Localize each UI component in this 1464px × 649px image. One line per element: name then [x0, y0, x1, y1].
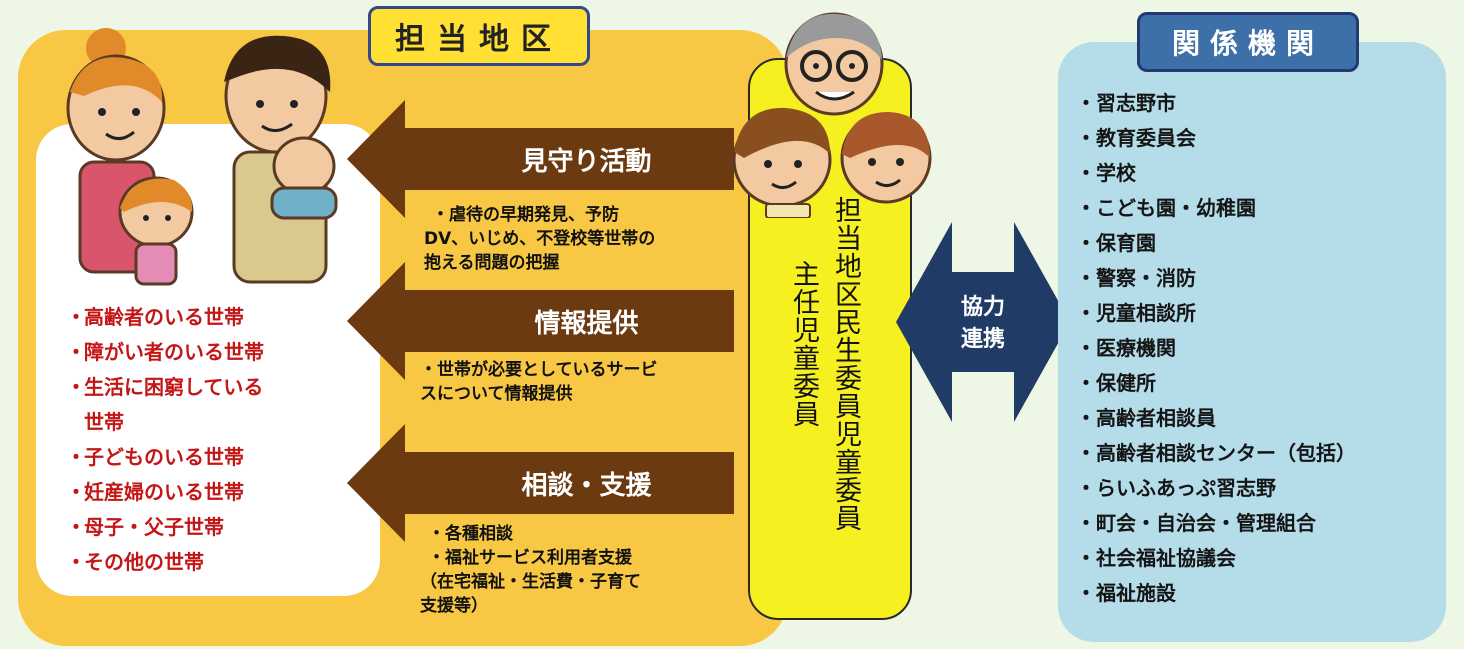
agency-item: ・警察・消防	[1076, 266, 1196, 290]
cooperation-word: 協力	[960, 295, 1005, 320]
detail-line: 抱える問題の把握	[424, 253, 560, 273]
district-title: 担当地区	[368, 6, 590, 66]
household-item: ・母子・父子世帯	[66, 515, 224, 539]
detail-line: ・福祉サービス利用者支援	[428, 548, 632, 568]
commissioner-illustration	[732, 12, 932, 218]
detail-line: ・世帯が必要としているサービ	[420, 360, 658, 380]
arrow-label: 見守り活動	[521, 146, 652, 177]
arrow-label: 情報提供	[534, 308, 639, 339]
agency-item: ・こども園・幼稚園	[1076, 196, 1256, 220]
agency-item: ・児童相談所	[1076, 301, 1196, 325]
agency-item: ・らいふあっぷ習志野	[1076, 476, 1276, 500]
agencies-panel	[1058, 42, 1446, 642]
household-item: ・障がい者のいる世帯	[66, 340, 264, 364]
agencies-title: 関係機関	[1137, 12, 1359, 72]
households-list: ・高齢者のいる世帯 ・障がい者のいる世帯 ・生活に困窮している 世帯 ・子どもの…	[66, 300, 264, 580]
agency-item: ・教育委員会	[1076, 126, 1196, 150]
left-arrow-shape	[347, 424, 734, 542]
agencies-list: ・習志野市 ・教育委員会 ・学校 ・こども園・幼稚園 ・保育園 ・警察・消防 ・…	[1076, 86, 1356, 611]
detail-line: DV、いじめ、不登校等世帯の	[424, 229, 656, 249]
detail-line: スについて情報提供	[420, 384, 573, 404]
agency-item: ・学校	[1076, 161, 1136, 185]
family-illustration	[66, 28, 338, 286]
household-item: ・生活に困窮している	[66, 375, 264, 399]
detail-line: （在宅福祉・生活費・子育て	[420, 572, 641, 592]
household-item: ・子どものいる世帯	[66, 445, 244, 469]
household-item: ・その他の世帯	[66, 550, 204, 574]
double-arrow	[896, 222, 1070, 422]
agency-item: ・町会・自治会・管理組合	[1076, 511, 1316, 535]
detail-line: ・虐待の早期発見、予防	[432, 205, 619, 225]
information-detail: ・世帯が必要としているサービ スについて情報提供	[420, 358, 658, 406]
agency-item: ・保健所	[1076, 371, 1156, 395]
household-item: ・妊産婦のいる世帯	[66, 480, 244, 504]
agency-item: ・福祉施設	[1076, 581, 1176, 605]
agency-item: ・社会福祉協議会	[1076, 546, 1236, 570]
role-commissioner: 担当地区民生委員児童委員	[830, 196, 861, 532]
agency-item: ・高齢者相談員	[1076, 406, 1216, 430]
arrow-information: 情報提供	[347, 262, 734, 380]
left-arrow-shape	[347, 262, 734, 380]
cooperation-label: 協力 連携	[930, 292, 1036, 356]
arrow-label: 相談・支援	[521, 470, 652, 501]
detail-line: ・各種相談	[428, 524, 513, 544]
arrow-monitoring: 見守り活動	[347, 100, 734, 218]
agency-item: ・高齢者相談センター（包括）	[1076, 441, 1356, 465]
arrow-consultation: 相談・支援	[347, 424, 734, 542]
role-chief-child-commissioner: 主任児童委員	[788, 260, 819, 428]
household-item-continued: 世帯	[84, 410, 124, 434]
agency-item: ・医療機関	[1076, 336, 1176, 360]
detail-line: 支援等）	[420, 596, 488, 616]
cooperation-word: 連携	[960, 327, 1005, 352]
household-item: ・高齢者のいる世帯	[66, 305, 244, 329]
agency-item: ・保育園	[1076, 231, 1156, 255]
consultation-detail: ・各種相談 ・福祉サービス利用者支援 （在宅福祉・生活費・子育て 支援等）	[420, 522, 641, 618]
monitoring-detail: ・虐待の早期発見、予防 DV、いじめ、不登校等世帯の 抱える問題の把握	[424, 203, 655, 275]
left-arrow-shape	[347, 100, 734, 218]
agency-item: ・習志野市	[1076, 91, 1176, 115]
